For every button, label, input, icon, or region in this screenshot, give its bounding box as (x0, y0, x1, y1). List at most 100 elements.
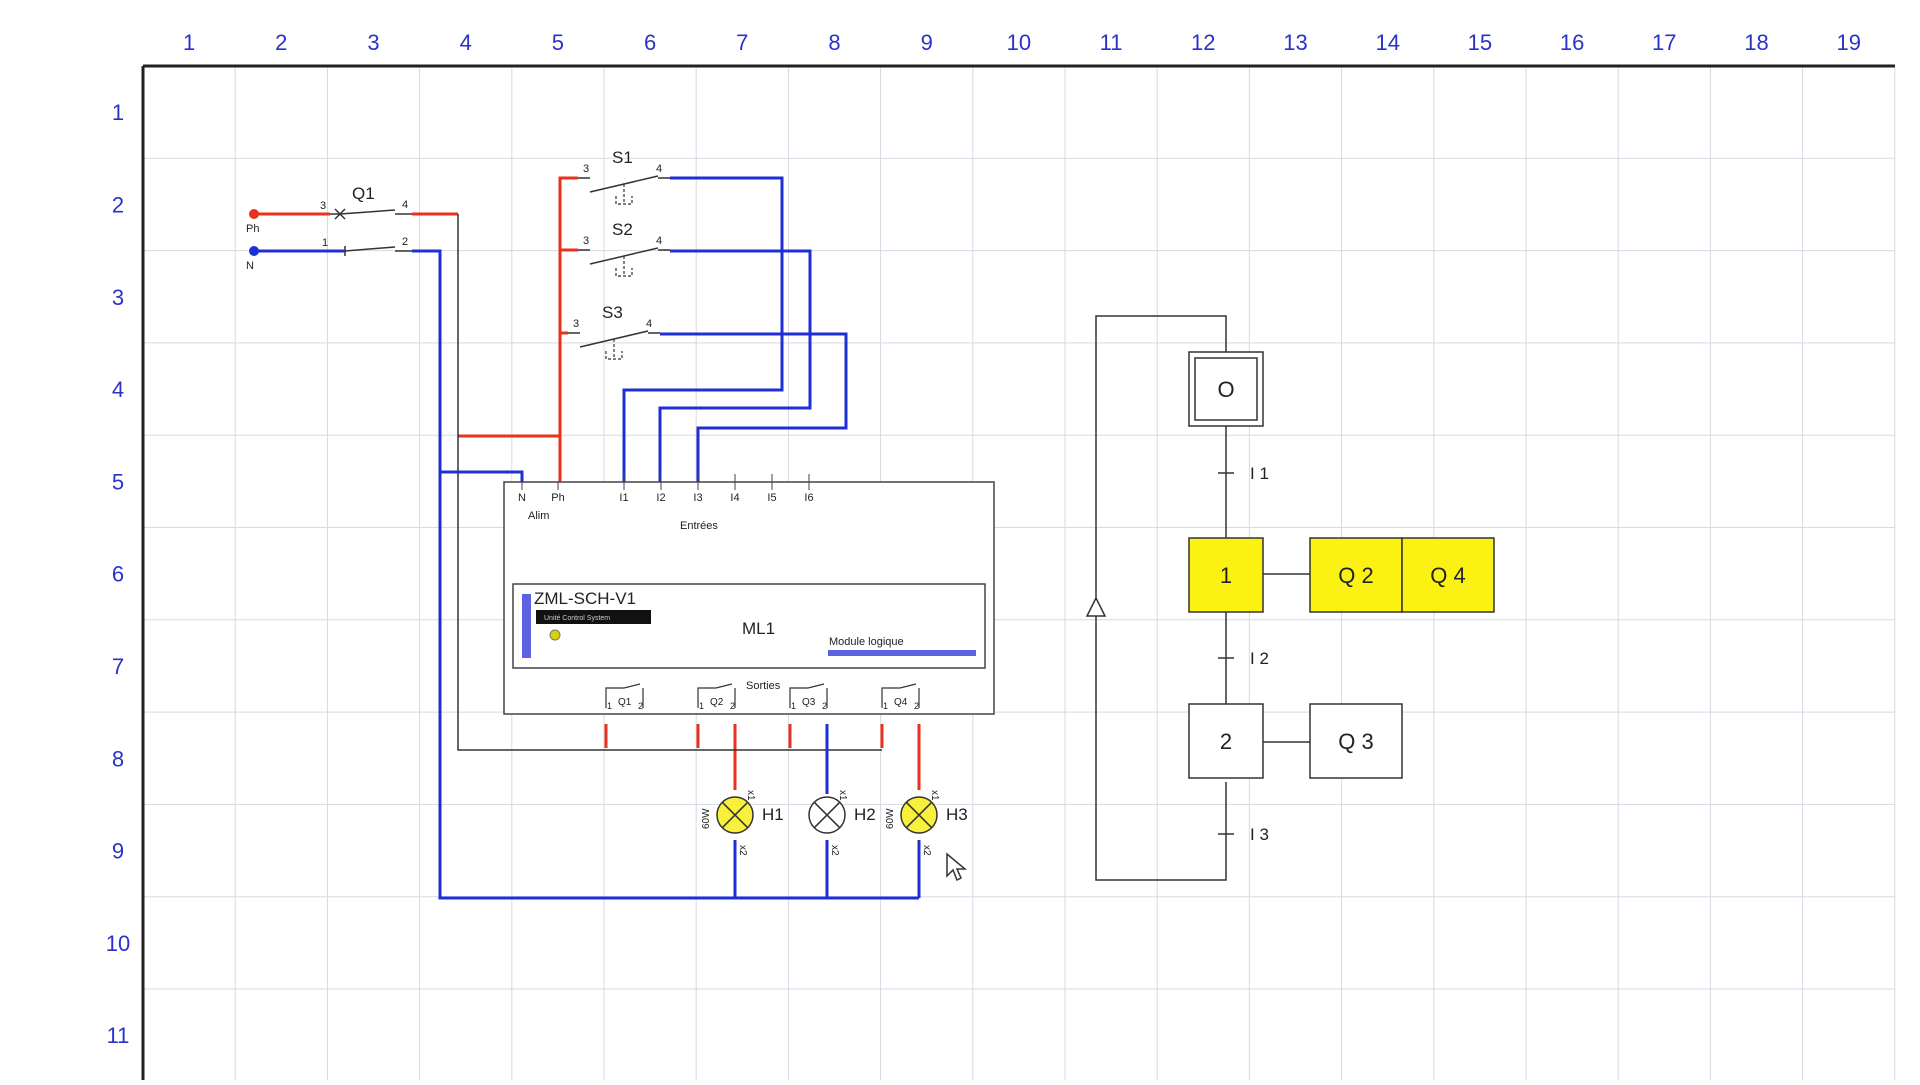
grafcet-action[interactable]: Q 3 (1309, 703, 1403, 779)
column-label: 8 (828, 30, 840, 55)
loop-arrow-icon (1085, 596, 1107, 617)
supply-group-label: Alim (528, 510, 549, 522)
row-label: 11 (107, 1023, 130, 1048)
grafcet-action[interactable]: Q 2 (1309, 537, 1403, 613)
lamp-h1[interactable]: H1 x1 x2 60W (701, 790, 784, 856)
push-button-name: S2 (612, 220, 633, 239)
module-output-q1[interactable]: Q1 1 2 (605, 683, 644, 711)
grafcet-step-label: 2 (1220, 729, 1232, 754)
output-terminal: 1 (607, 701, 612, 711)
grafcet-step-2[interactable]: 2 (1188, 703, 1264, 779)
breaker-name: Q1 (352, 184, 375, 203)
module-badge: Unité Control System (544, 615, 610, 622)
grafcet-action-label: Q 4 (1430, 563, 1465, 588)
lamp-name: H2 (854, 805, 876, 824)
grafcet-action-label: Q 2 (1338, 563, 1373, 588)
lamp-power: 60W (701, 808, 712, 829)
column-label: 18 (1744, 30, 1768, 55)
lamp-terminal: x2 (737, 845, 748, 856)
module-ref: ML1 (742, 619, 775, 638)
supply-neutral[interactable]: N (246, 246, 345, 272)
output-terminal: 1 (791, 701, 796, 711)
wires-control[interactable] (457, 214, 882, 751)
push-button-s2[interactable]: S2 3 4 (578, 220, 670, 277)
grafcet-transition[interactable]: I 1 (1218, 464, 1269, 483)
lamp-terminal: x1 (929, 790, 940, 801)
module-input-terminal: I2 (656, 492, 665, 504)
module-subtitle: Module logique (829, 636, 904, 648)
grafcet-step-initial[interactable]: O (1188, 351, 1264, 427)
breaker-terminal: 1 (322, 237, 328, 249)
output-terminal: 1 (699, 701, 704, 711)
module-supply-terminal: N (518, 492, 526, 504)
phase-label: Ph (246, 223, 259, 235)
grafcet-action[interactable]: Q 4 (1401, 537, 1495, 613)
grafcet-transition-label: I 2 (1250, 649, 1269, 668)
grafcet-step-label: 1 (1220, 563, 1232, 588)
row-label: 1 (112, 100, 124, 125)
output-terminal: 2 (914, 701, 919, 711)
column-label: 7 (736, 30, 748, 55)
wires-phase[interactable] (412, 176, 921, 790)
output-terminal: 2 (822, 701, 827, 711)
lamp-terminal: x1 (837, 790, 848, 801)
column-label: 11 (1100, 30, 1123, 55)
lamp-h2[interactable]: H2 x1 x2 (808, 790, 876, 856)
lamp-terminal: x1 (745, 790, 756, 801)
mouse-pointer-icon (946, 852, 967, 882)
module-supply-terminal: Ph (551, 492, 564, 504)
column-label: 1 (183, 30, 195, 55)
grafcet-transition[interactable]: I 3 (1218, 825, 1269, 844)
grafcet-transition-label: I 1 (1250, 464, 1269, 483)
column-label: 12 (1191, 30, 1215, 55)
module-input-terminal: I6 (804, 492, 813, 504)
terminal-number: 3 (583, 163, 589, 175)
lamp-terminal: x2 (829, 845, 840, 856)
column-label: 9 (921, 30, 933, 55)
breaker-q1[interactable]: Q1 3 4 1 2 (320, 184, 412, 256)
terminal-number: 3 (573, 318, 579, 330)
push-button-s3[interactable]: S3 3 4 (568, 303, 660, 360)
terminal-number: 4 (656, 235, 662, 247)
module-model: ZML-SCH-V1 (534, 589, 636, 608)
lamp-power: 60W (885, 808, 896, 829)
grafcet-transition[interactable]: I 2 (1218, 649, 1269, 668)
row-label: 6 (112, 562, 124, 587)
grafcet-step-1[interactable]: 1 (1188, 537, 1264, 613)
terminal-number: 4 (646, 318, 652, 330)
column-label: 5 (552, 30, 564, 55)
output-terminal: 2 (638, 701, 643, 711)
column-label: 15 (1468, 30, 1492, 55)
lamp-name: H3 (946, 805, 968, 824)
wires-neutral[interactable] (412, 176, 921, 900)
row-label: 7 (112, 654, 124, 679)
output-name: Q1 (618, 697, 632, 708)
grafcet-action-label: Q 3 (1338, 729, 1373, 754)
column-label: 16 (1560, 30, 1584, 55)
output-terminal: 1 (883, 701, 888, 711)
row-label: 9 (112, 839, 124, 864)
column-label: 10 (1007, 30, 1031, 55)
column-label: 19 (1836, 30, 1860, 55)
lamp-name: H1 (762, 805, 784, 824)
column-label: 6 (644, 30, 656, 55)
terminal-number: 3 (583, 235, 589, 247)
column-label: 4 (460, 30, 472, 55)
push-button-name: S1 (612, 148, 633, 167)
row-label: 8 (112, 746, 124, 771)
push-button-name: S3 (602, 303, 623, 322)
breaker-terminal: 4 (402, 199, 408, 211)
row-label: 4 (112, 377, 124, 402)
supply-phase[interactable]: Ph (246, 209, 330, 235)
grafcet-transition-label: I 3 (1250, 825, 1269, 844)
row-label: 5 (112, 469, 124, 494)
grafcet[interactable]: O 1 2 I 1 I 2 I 3 Q 2 Q 4 Q 3 (1085, 315, 1495, 881)
